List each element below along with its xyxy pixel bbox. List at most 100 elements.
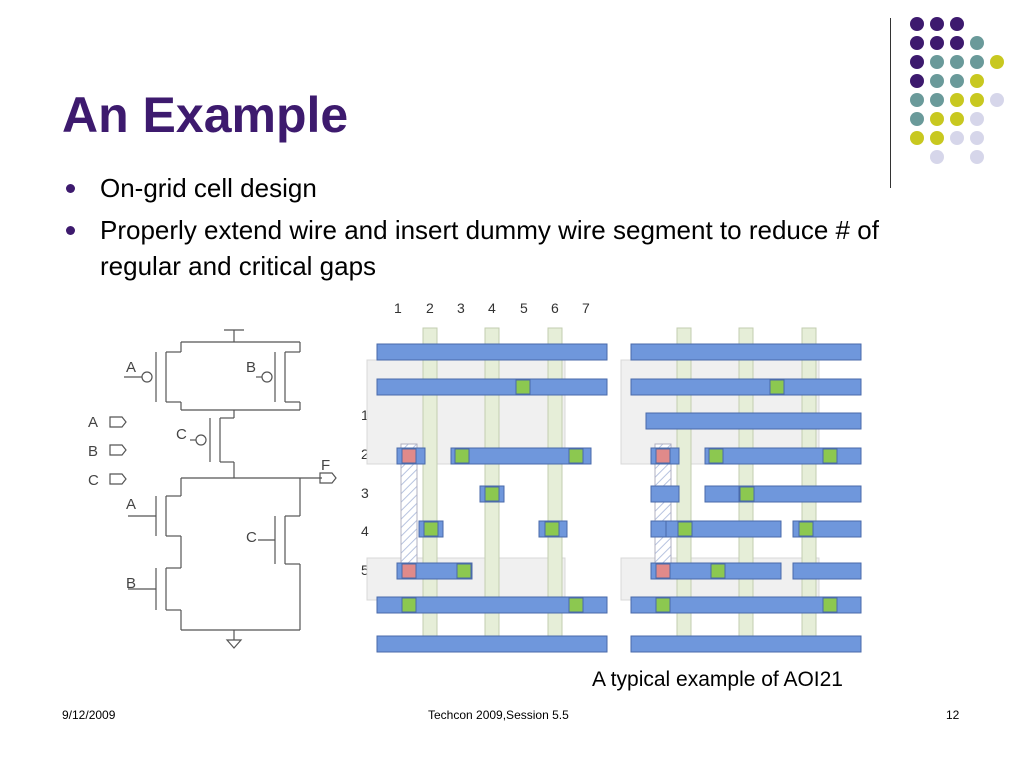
via bbox=[484, 486, 500, 502]
decorative-dot bbox=[930, 55, 944, 69]
column-number-label: 1 bbox=[394, 300, 402, 316]
gate-label-nmos-b: B bbox=[126, 575, 136, 592]
bullet-dot-icon bbox=[66, 184, 75, 193]
decorative-dot bbox=[930, 17, 944, 31]
horizontal-wire bbox=[792, 562, 862, 580]
decorative-dot bbox=[930, 36, 944, 50]
footer-date: 9/12/2009 bbox=[62, 708, 116, 722]
horizontal-wire bbox=[450, 447, 592, 465]
layout-extended-with-dummy bbox=[620, 327, 862, 653]
output-label-f: F bbox=[321, 457, 330, 474]
bullet-dot-icon bbox=[66, 226, 75, 235]
gate-label-pmos-c: C bbox=[176, 426, 187, 443]
horizontal-wire bbox=[704, 485, 862, 503]
aoi21-schematic: A B C A C B A B C F bbox=[88, 329, 337, 649]
row-number-label: 4 bbox=[361, 523, 369, 539]
horizontal-wire bbox=[704, 447, 862, 465]
decorative-dot bbox=[930, 131, 944, 145]
cell-region bbox=[366, 359, 566, 465]
via bbox=[769, 379, 785, 395]
vertical-wire bbox=[484, 327, 500, 639]
via bbox=[568, 597, 584, 613]
gate-label-nmos-a: A bbox=[126, 496, 136, 513]
horizontal-wire bbox=[630, 378, 862, 396]
input-label-b: B bbox=[88, 443, 98, 460]
decorative-dot bbox=[950, 74, 964, 88]
horizontal-wire bbox=[630, 596, 862, 614]
vertical-wire bbox=[547, 327, 563, 639]
decorative-dot bbox=[970, 150, 984, 164]
via bbox=[655, 563, 671, 579]
decorative-dot-grid bbox=[910, 17, 1004, 164]
vertical-wire bbox=[801, 327, 817, 639]
decorative-dot bbox=[910, 74, 924, 88]
row-number-label: 5 bbox=[361, 562, 369, 578]
horizontal-wire bbox=[376, 596, 608, 614]
footer-page-number: 12 bbox=[946, 708, 960, 722]
decorative-dot bbox=[950, 131, 964, 145]
via bbox=[710, 563, 726, 579]
column-number-label: 3 bbox=[457, 300, 465, 316]
decorative-dot bbox=[950, 112, 964, 126]
decorative-dot bbox=[970, 93, 984, 107]
column-number-label: 4 bbox=[488, 300, 496, 316]
via bbox=[739, 486, 755, 502]
decorative-dot bbox=[930, 93, 944, 107]
decorative-dot bbox=[950, 55, 964, 69]
gate-label-pmos-b: B bbox=[246, 359, 256, 376]
vertical-wire bbox=[676, 327, 692, 639]
via bbox=[568, 448, 584, 464]
decorative-dot bbox=[930, 150, 944, 164]
via bbox=[423, 521, 439, 537]
row-number-label: 1 bbox=[361, 407, 369, 423]
decorative-dot bbox=[990, 93, 1004, 107]
decorative-dot bbox=[910, 55, 924, 69]
via bbox=[655, 448, 671, 464]
row-number-label: 2 bbox=[361, 446, 369, 462]
decorative-dot bbox=[970, 55, 984, 69]
column-number-label: 7 bbox=[582, 300, 590, 316]
decorative-dot bbox=[930, 74, 944, 88]
via bbox=[401, 448, 417, 464]
via bbox=[822, 448, 838, 464]
via bbox=[655, 597, 671, 613]
decorative-dot bbox=[970, 112, 984, 126]
decorative-dot bbox=[970, 131, 984, 145]
horizontal-wire bbox=[650, 485, 680, 503]
decorative-dot bbox=[910, 131, 924, 145]
decorative-dot bbox=[910, 36, 924, 50]
bullet-list: On-grid cell design Properly extend wire… bbox=[62, 170, 902, 290]
power-rail-top bbox=[376, 343, 608, 361]
power-rail-bottom bbox=[376, 635, 608, 653]
decorative-dot bbox=[990, 55, 1004, 69]
decorative-dot bbox=[910, 93, 924, 107]
input-label-c: C bbox=[88, 472, 99, 489]
cell-region bbox=[620, 359, 820, 465]
power-rail-top bbox=[630, 343, 862, 361]
gate-label-nmos-c: C bbox=[246, 529, 257, 546]
column-number-label: 2 bbox=[426, 300, 434, 316]
via bbox=[822, 597, 838, 613]
horizontal-wire bbox=[665, 520, 782, 538]
power-rail-bottom bbox=[630, 635, 862, 653]
horizontal-wire bbox=[376, 378, 608, 396]
footer-event: Techcon 2009,Session 5.5 bbox=[428, 708, 569, 722]
via bbox=[454, 448, 470, 464]
vertical-wire bbox=[422, 327, 438, 639]
decorative-dot bbox=[930, 112, 944, 126]
vertical-wire bbox=[738, 327, 754, 639]
decorative-dot bbox=[910, 112, 924, 126]
bullet-item: Properly extend wire and insert dummy wi… bbox=[62, 212, 902, 284]
via bbox=[544, 521, 560, 537]
decorative-dot bbox=[970, 36, 984, 50]
bullet-text: Properly extend wire and insert dummy wi… bbox=[100, 215, 879, 281]
column-number-label: 5 bbox=[520, 300, 528, 316]
row-number-label: 3 bbox=[361, 485, 369, 501]
via bbox=[677, 521, 693, 537]
column-number-label: 6 bbox=[551, 300, 559, 316]
via bbox=[456, 563, 472, 579]
figure-caption: A typical example of AOI21 bbox=[592, 668, 843, 691]
aoi21-layout-diagrams: 1 2 3 4 5 6 7 1 2 3 4 5 bbox=[361, 300, 862, 653]
via bbox=[798, 521, 814, 537]
layout-original bbox=[366, 327, 608, 653]
